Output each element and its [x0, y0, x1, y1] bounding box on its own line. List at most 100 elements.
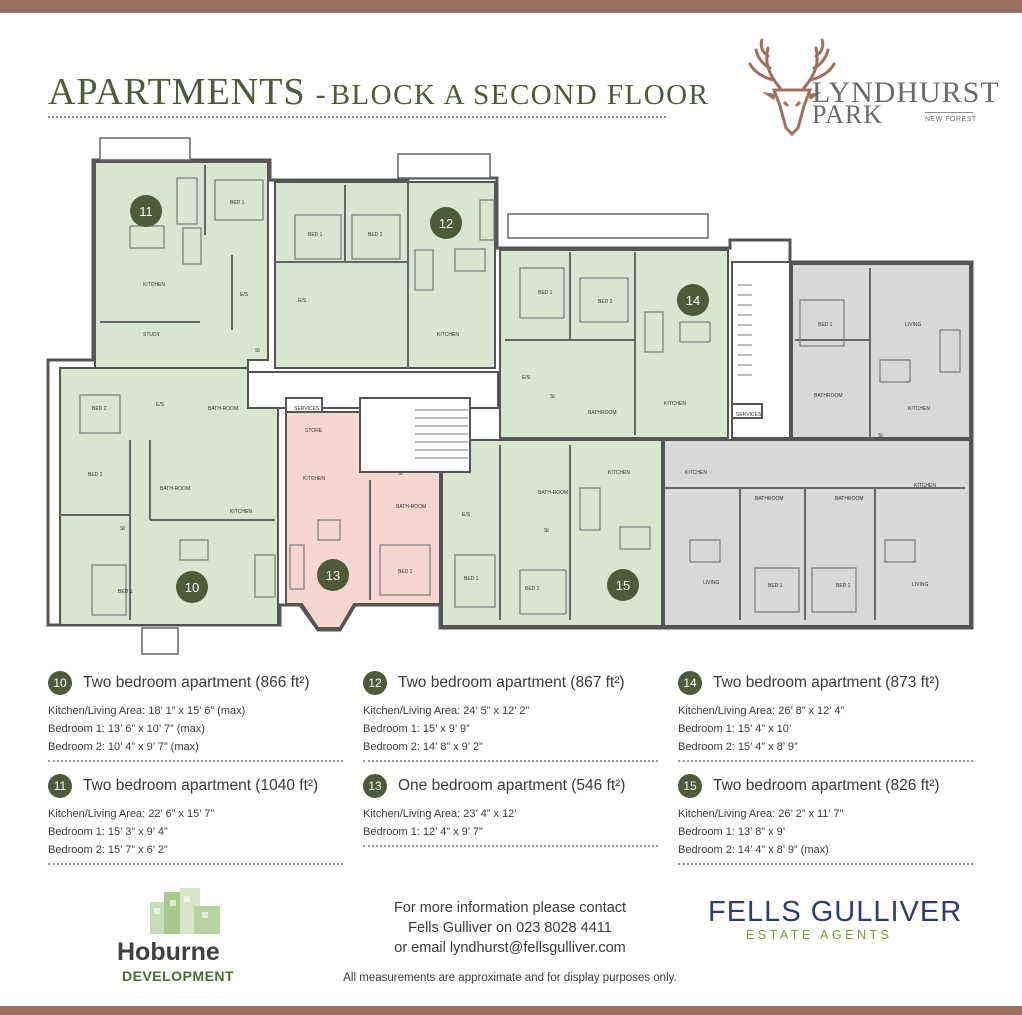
room-label: E/S	[298, 298, 307, 304]
apartment-13-spec: 13 One bedroom apartment (546 ft²) Kitch…	[363, 773, 663, 841]
divider	[48, 863, 343, 865]
apartment-10-line: Kitchen/Living Area: 18’ 1” x 15’ 6” (ma…	[48, 705, 246, 717]
unit-15-badge: 15	[607, 569, 639, 601]
apartment-14-line: Bedroom 1: 15’ 4” x 10’	[678, 723, 792, 735]
room-label: St	[544, 528, 549, 534]
block-b-area-right	[791, 263, 971, 439]
agent-name: FELLS GULLIVER	[708, 896, 963, 928]
room-label: St	[550, 394, 555, 400]
room-label: BED 1	[398, 569, 413, 575]
unit-11-badge: 11	[130, 195, 162, 227]
room-label: SERVICES	[736, 412, 762, 418]
room-label: KITCHEN	[685, 470, 707, 476]
apartment-13-line: Kitchen/Living Area: 23’ 4” x 12’	[363, 808, 517, 820]
room-label: KITCHEN	[608, 470, 630, 476]
room-label: SERVICES	[294, 406, 320, 412]
apartment-11-title: Two bedroom apartment (1040 ft²)	[83, 777, 319, 794]
apartment-14-spec: 14 Two bedroom apartment (873 ft²) Kitch…	[678, 670, 978, 756]
room-label: KITCHEN	[914, 483, 936, 489]
agent-subtitle: ESTATE AGENTS	[746, 928, 893, 942]
room-label: BED 2	[92, 406, 107, 412]
block-b-area-left	[663, 439, 971, 627]
room-label: LIVING	[912, 582, 929, 588]
brand-rule	[925, 112, 973, 113]
room-label: E/S	[522, 375, 531, 381]
room-label: BATHROOM	[755, 496, 784, 502]
apartment-12-line: Bedroom 2: 14’ 8” x 9’ 2”	[363, 741, 483, 753]
divider	[363, 760, 658, 762]
unit-12-badge: 12	[430, 207, 462, 239]
room-label: St	[398, 471, 403, 477]
title-separator: -	[315, 78, 327, 111]
contact-line: For more information please contact	[393, 900, 627, 916]
room-label: KITCHEN	[143, 282, 165, 288]
apartment-11-spec: 11 Two bedroom apartment (1040 ft²) Kitc…	[48, 773, 348, 859]
unit-13-badge: 13	[317, 559, 349, 591]
room-label: BED 1	[464, 576, 479, 582]
room-label: KITCHEN	[303, 476, 325, 482]
room-label: BATHROOM	[835, 496, 864, 502]
unit-12-area	[274, 181, 496, 369]
apartment-13-title: One bedroom apartment (546 ft²)	[398, 777, 626, 794]
title-main: APARTMENTS	[48, 71, 306, 113]
apartment-10-spec: 10 Two bedroom apartment (866 ft²) Kitch…	[48, 670, 348, 756]
unit-14-area	[499, 249, 729, 439]
room-label: BATHROOM	[814, 393, 843, 399]
apartment-15-line: Bedroom 1: 13’ 8” x 9’	[678, 826, 786, 838]
apartment-15-spec: 15 Two bedroom apartment (826 ft²) Kitch…	[678, 773, 978, 859]
unit-11-label: 11	[139, 204, 153, 219]
room-label: BATH-ROOM	[160, 486, 190, 492]
buildings-icon	[150, 888, 220, 934]
room-label: KITCHEN	[437, 332, 459, 338]
apartment-11-line: Bedroom 1: 15’ 3” x 9’ 4”	[48, 826, 168, 838]
room-label: BED 2	[88, 472, 103, 478]
apartment-13-line: Bedroom 1: 12’ 4” x 9’ 7”	[363, 826, 483, 838]
apartment-10-title: Two bedroom apartment (866 ft²)	[83, 674, 310, 691]
room-label: BED 1	[230, 200, 245, 206]
apartment-14-line: Kitchen/Living Area: 26’ 8” x 12’ 4”	[678, 705, 845, 717]
room-label: BATHROOM	[588, 410, 617, 416]
room-label: St	[255, 348, 260, 354]
unit-14-badge: 14	[677, 284, 709, 316]
unit-15-label: 15	[616, 578, 630, 593]
room-label: BED 2	[598, 299, 613, 305]
unit-11-area	[94, 161, 269, 371]
apartment-11-badge: 11	[48, 774, 72, 798]
page-title: APARTMENTS-BLOCK A SECOND FLOOR	[48, 70, 708, 114]
apartment-12-title: Two bedroom apartment (867 ft²)	[398, 674, 625, 691]
apartment-14-title: Two bedroom apartment (873 ft²)	[713, 674, 940, 691]
apartment-12-spec: 12 Two bedroom apartment (867 ft²) Kitch…	[363, 670, 663, 756]
apartment-10-line: Bedroom 2: 10’ 4” x 9’ 7” (max)	[48, 741, 199, 753]
room-label: KITCHEN	[664, 401, 686, 407]
unit-12-label: 12	[439, 216, 453, 231]
apartment-12-line: Bedroom 1: 15’ x 9’ 9”	[363, 723, 470, 735]
contact-phone: Fells Gulliver on 023 8028 4411	[408, 920, 612, 936]
divider	[363, 845, 658, 847]
apartment-12-line: Kitchen/Living Area: 24’ 5” x 12’ 2”	[363, 705, 530, 717]
room-label: BED 2	[525, 586, 540, 592]
top-band	[0, 0, 1022, 13]
floor-plan: 11 12 14 10 13 15 KITCHEN BED 1 STUDY E/…	[46, 137, 974, 655]
room-label: BATH-ROOM	[396, 504, 426, 510]
apartment-10-line: Bedroom 1: 13’ 6” x 10’ 7” (max)	[48, 723, 205, 735]
room-label: KITCHEN	[230, 509, 252, 515]
apartment-14-line: Bedroom 2: 15’ 4” x 8’ 9”	[678, 741, 798, 753]
divider	[678, 863, 973, 865]
apartment-15-title: Two bedroom apartment (826 ft²)	[713, 777, 940, 794]
room-label: BATH-ROOM	[538, 490, 568, 496]
room-label: BED 1	[308, 232, 323, 238]
unit-13-label: 13	[326, 568, 340, 583]
apartment-15-line: Bedroom 2: 14’ 4” x 8’ 9” (max)	[678, 844, 829, 856]
room-label: E/S	[156, 402, 165, 408]
room-label: St	[120, 526, 125, 532]
unit-10-badge: 10	[176, 571, 208, 603]
room-label: BATH-ROOM	[208, 406, 238, 412]
divider	[678, 760, 973, 762]
room-label: St	[878, 433, 883, 439]
apartment-14-badge: 14	[678, 671, 702, 695]
room-label: BED 1	[118, 589, 133, 595]
apartment-11-line: Kitchen/Living Area: 22’ 6” x 15’ 7”	[48, 808, 215, 820]
unit-15-area	[441, 439, 663, 627]
room-label: E/S	[462, 512, 471, 518]
title-divider	[48, 116, 666, 118]
